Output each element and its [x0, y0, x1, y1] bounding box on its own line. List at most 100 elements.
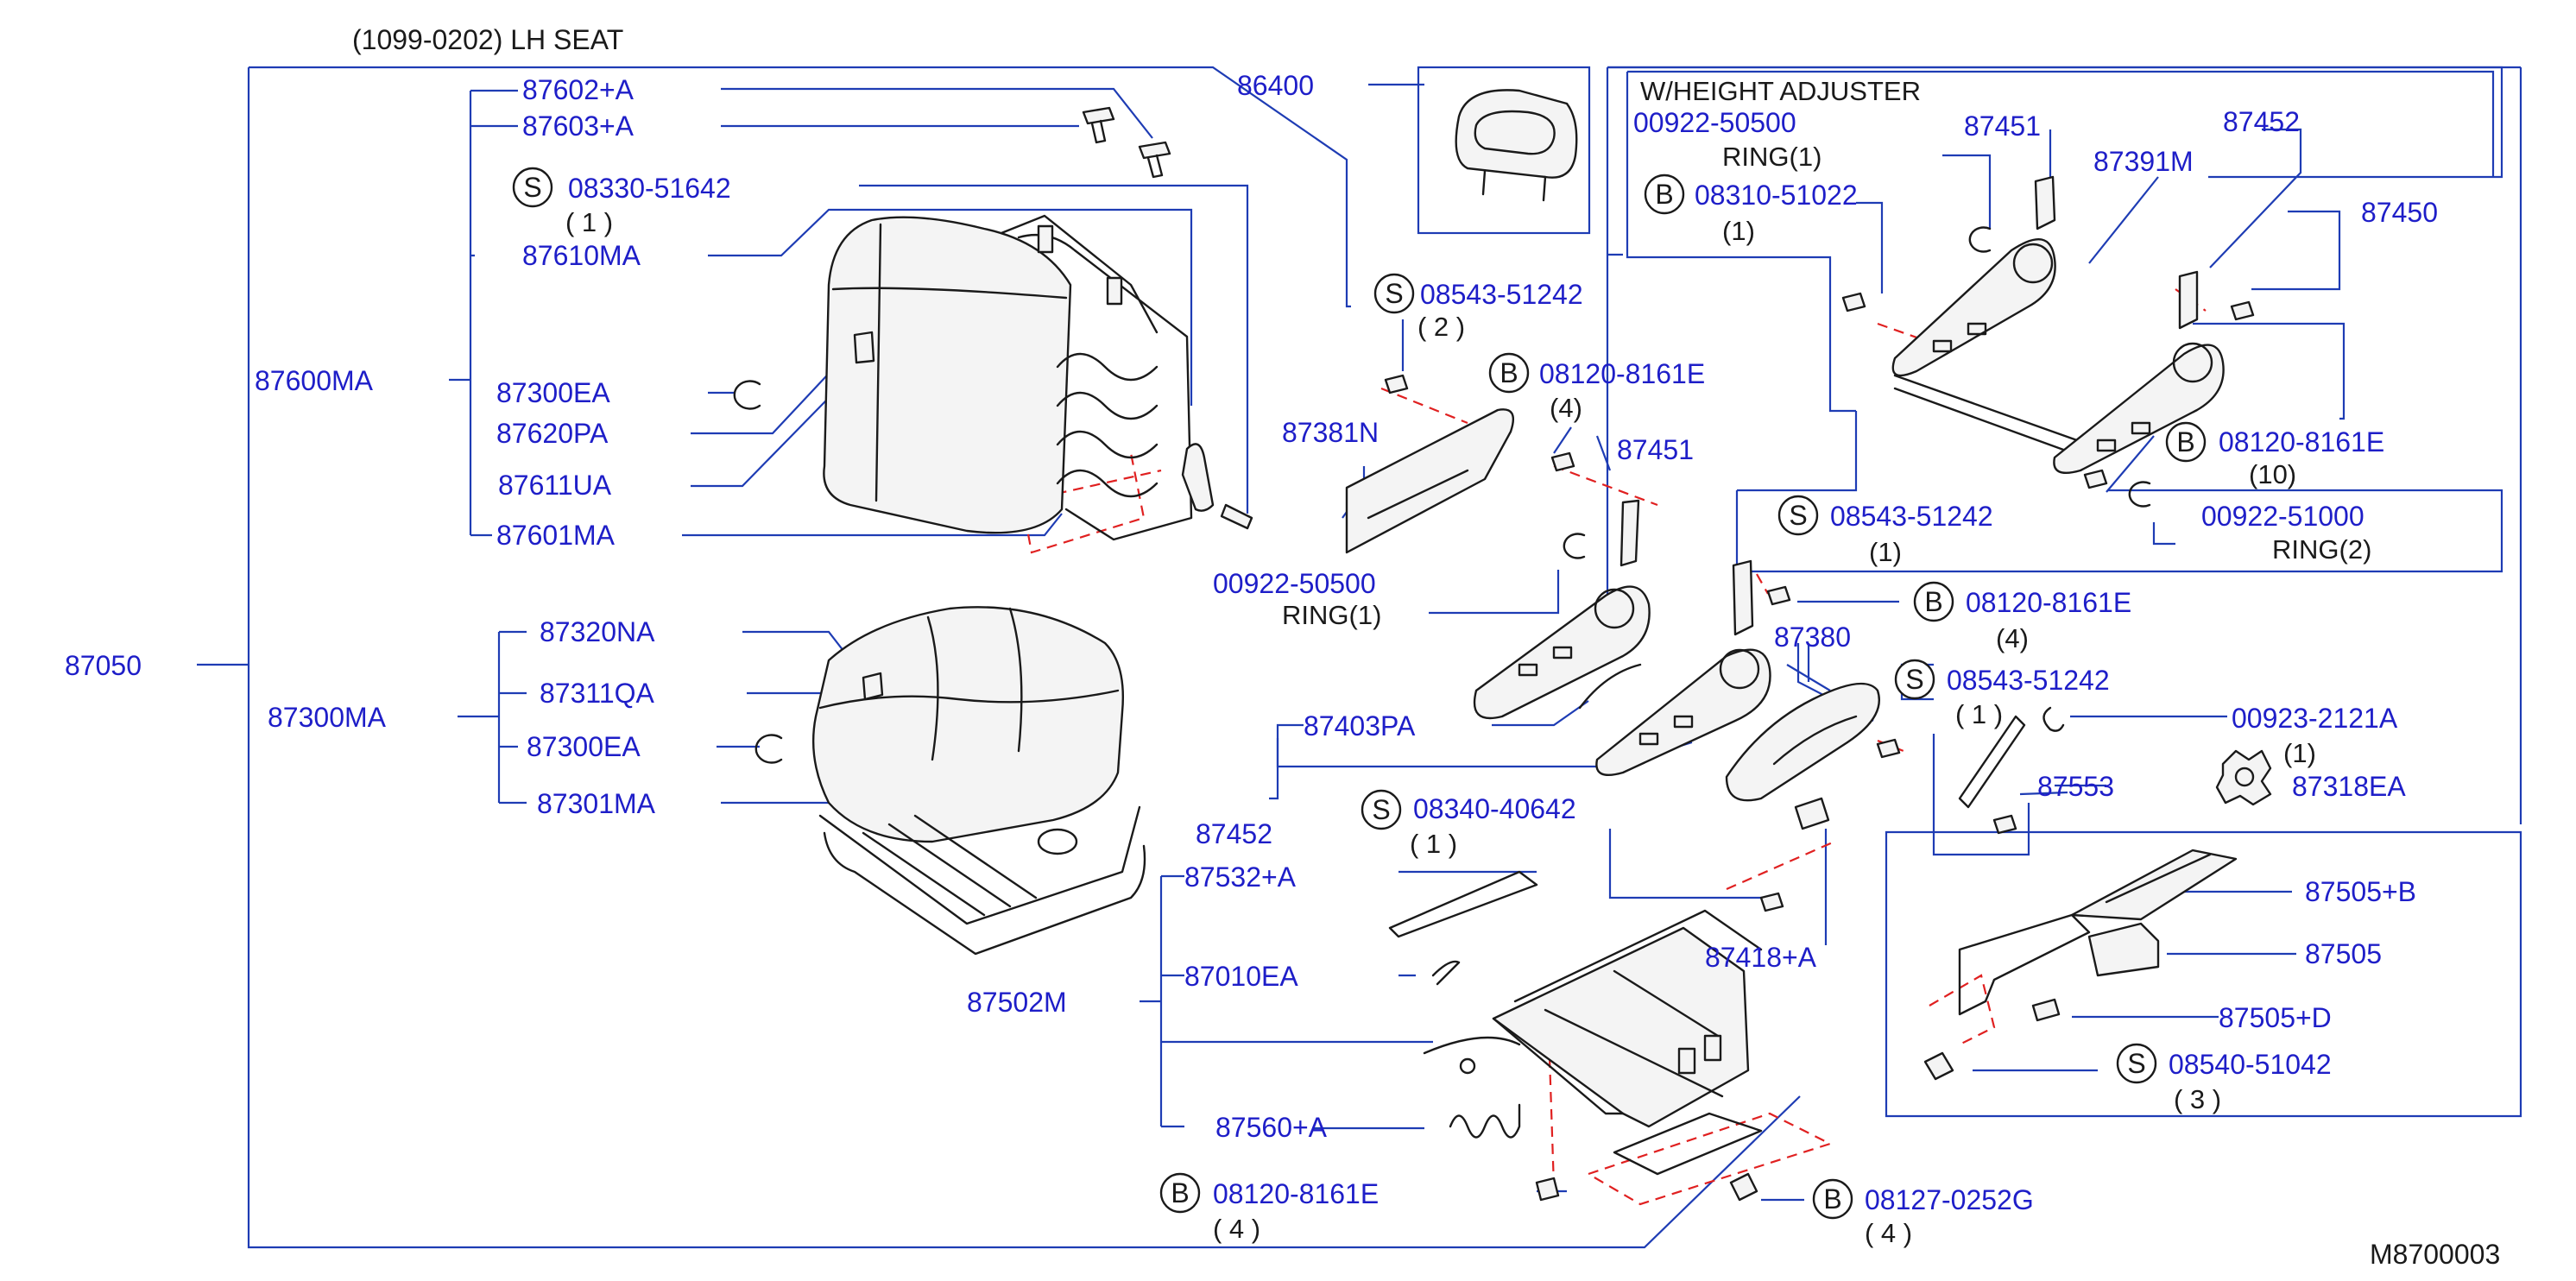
spring-87560a-icon	[1449, 1103, 1521, 1139]
label-08330: 08330-51642	[568, 173, 731, 204]
badge-b-08310: B	[1644, 174, 1685, 215]
bolt-08543c-icon	[1876, 738, 1901, 759]
label-qty-3: ( 3 )	[2174, 1084, 2221, 1114]
label-87452b: 87452	[1196, 818, 1272, 849]
label-qty-1f: ( 1 )	[1410, 829, 1457, 859]
recliner-lever-drawing	[1181, 443, 1253, 530]
label-87300ea-2: 87300EA	[527, 731, 641, 762]
label-87418a: 87418+A	[1705, 942, 1817, 973]
label-87403pa: 87403PA	[1304, 710, 1416, 741]
label-87505b: 87505+B	[2305, 876, 2416, 907]
label-87610ma: 87610MA	[522, 240, 641, 271]
label-87601ma: 87601MA	[496, 520, 616, 551]
label-08120a: 08120-8161E	[1539, 358, 1705, 389]
label-87600ma: 87600MA	[255, 365, 374, 396]
label-87450: 87450	[2361, 197, 2438, 228]
label-87381n: 87381N	[1282, 417, 1379, 448]
ring-00922-51000-icon	[2128, 481, 2151, 508]
badge-s-08543c: S	[1894, 659, 1935, 700]
trim-87381n-drawing	[1345, 408, 1515, 554]
label-height-adjuster: W/HEIGHT ADJUSTER	[1640, 76, 1921, 106]
label-87603a: 87603+A	[522, 110, 635, 142]
bolt-08340-icon	[1759, 892, 1784, 912]
label-ring1a: RING(1)	[1282, 600, 1381, 630]
seat-slide-drawing	[1423, 909, 1763, 1176]
label-87300ma: 87300MA	[268, 702, 387, 733]
svg-text:S: S	[1905, 664, 1923, 695]
screw-87602-icon	[1138, 141, 1171, 179]
bolt-08120d-icon	[1535, 1177, 1560, 1202]
screw-87603-icon	[1082, 106, 1115, 144]
label-08543a: 08543-51242	[1420, 279, 1583, 310]
diagram-code: M8700003	[2370, 1239, 2500, 1270]
label-qty-1e: (1)	[2283, 738, 2316, 768]
label-08120b: 08120-8161E	[2219, 426, 2384, 458]
label-ring2: RING(2)	[2272, 534, 2371, 565]
svg-text:S: S	[1372, 794, 1390, 825]
badge-b-08127: B	[1812, 1178, 1853, 1220]
svg-text:B: B	[1924, 586, 1942, 617]
label-08120d: 08120-8161E	[1213, 1178, 1379, 1209]
label-qty-10: (10)	[2249, 459, 2296, 489]
height-adjuster-drawing	[1891, 175, 2225, 475]
label-87505d: 87505+D	[2219, 1002, 2332, 1033]
svg-text:S: S	[1385, 278, 1403, 309]
label-87311qa: 87311QA	[540, 678, 655, 709]
ring-00922-50500-b-icon	[1968, 226, 1992, 253]
bolt-08127-icon	[1729, 1172, 1758, 1202]
clip-87418a-icon	[1794, 797, 1830, 830]
label-qty-1d: ( 1 )	[1955, 699, 2003, 729]
label-86400: 86400	[1237, 70, 1314, 101]
label-87620pa: 87620PA	[496, 418, 609, 449]
bolt-08543b-icon	[2083, 469, 2108, 489]
label-87318ea: 87318EA	[2292, 771, 2406, 802]
lever-87505b-drawing	[1958, 849, 2238, 1016]
clip-87300ea-icon	[733, 380, 761, 410]
seat-cushion-drawing	[811, 606, 1146, 956]
svg-text:S: S	[2127, 1048, 2145, 1079]
label-87301ma: 87301MA	[537, 788, 656, 819]
label-87553: 87553	[2037, 771, 2114, 802]
callout-labels: (1099-0202) LH SEAT M8700003 87602+A 876…	[65, 24, 2500, 1270]
badge-s-08543b: S	[1777, 495, 1819, 536]
svg-text:B: B	[1655, 179, 1673, 210]
bolt-08310-icon	[1841, 292, 1866, 312]
bracket-87505-icon	[2087, 922, 2160, 977]
label-87602a: 87602+A	[522, 74, 635, 105]
bolt-08543a-icon	[1384, 374, 1409, 394]
hook-00923-icon	[2042, 706, 2065, 732]
bracket-87452-drawing	[1595, 559, 1771, 777]
badge-b-08120b: B	[2165, 421, 2207, 463]
label-87300ea: 87300EA	[496, 377, 610, 408]
bolt-08120b-icon	[2230, 300, 2255, 321]
label-08127: 08127-0252G	[1865, 1184, 2034, 1215]
label-87611ua: 87611UA	[498, 470, 612, 501]
label-qty-4d: ( 4 )	[1865, 1218, 1912, 1248]
seat-back-drawing	[823, 214, 1193, 541]
svg-text:B: B	[1171, 1177, 1189, 1208]
badge-b-08120d: B	[1159, 1172, 1201, 1214]
knob-87318ea-drawing	[2215, 749, 2272, 806]
diagram-header: (1099-0202) LH SEAT	[352, 24, 623, 55]
label-00922-51000: 00922-51000	[2201, 501, 2364, 532]
badge-s-08340: S	[1361, 789, 1402, 830]
svg-text:B: B	[2176, 426, 2194, 458]
headrest-drawing	[1455, 89, 1578, 202]
bolt-08120a-icon	[1550, 451, 1575, 472]
svg-text:B: B	[1500, 357, 1518, 388]
svg-text:B: B	[1823, 1183, 1841, 1215]
label-87452a: 87452	[2223, 106, 2300, 137]
label-qty: ( 1 )	[565, 207, 613, 237]
bolt-08120c-icon	[1766, 585, 1791, 606]
part-drawings	[733, 89, 2272, 1202]
label-87010ea: 87010EA	[1184, 961, 1298, 992]
label-00922-50500b: 00922-50500	[1633, 107, 1796, 138]
label-qty-2: ( 2 )	[1417, 312, 1465, 342]
label-08543c: 08543-51242	[1947, 665, 2110, 696]
leader-lines	[197, 66, 2522, 1249]
label-87391m: 87391M	[2093, 146, 2194, 177]
label-qty-4b: (4)	[1996, 623, 2029, 653]
label-00923: 00923-2121A	[2232, 703, 2398, 734]
clip-87300ea-2-icon	[754, 734, 783, 764]
label-ring1b: RING(1)	[1722, 142, 1822, 172]
